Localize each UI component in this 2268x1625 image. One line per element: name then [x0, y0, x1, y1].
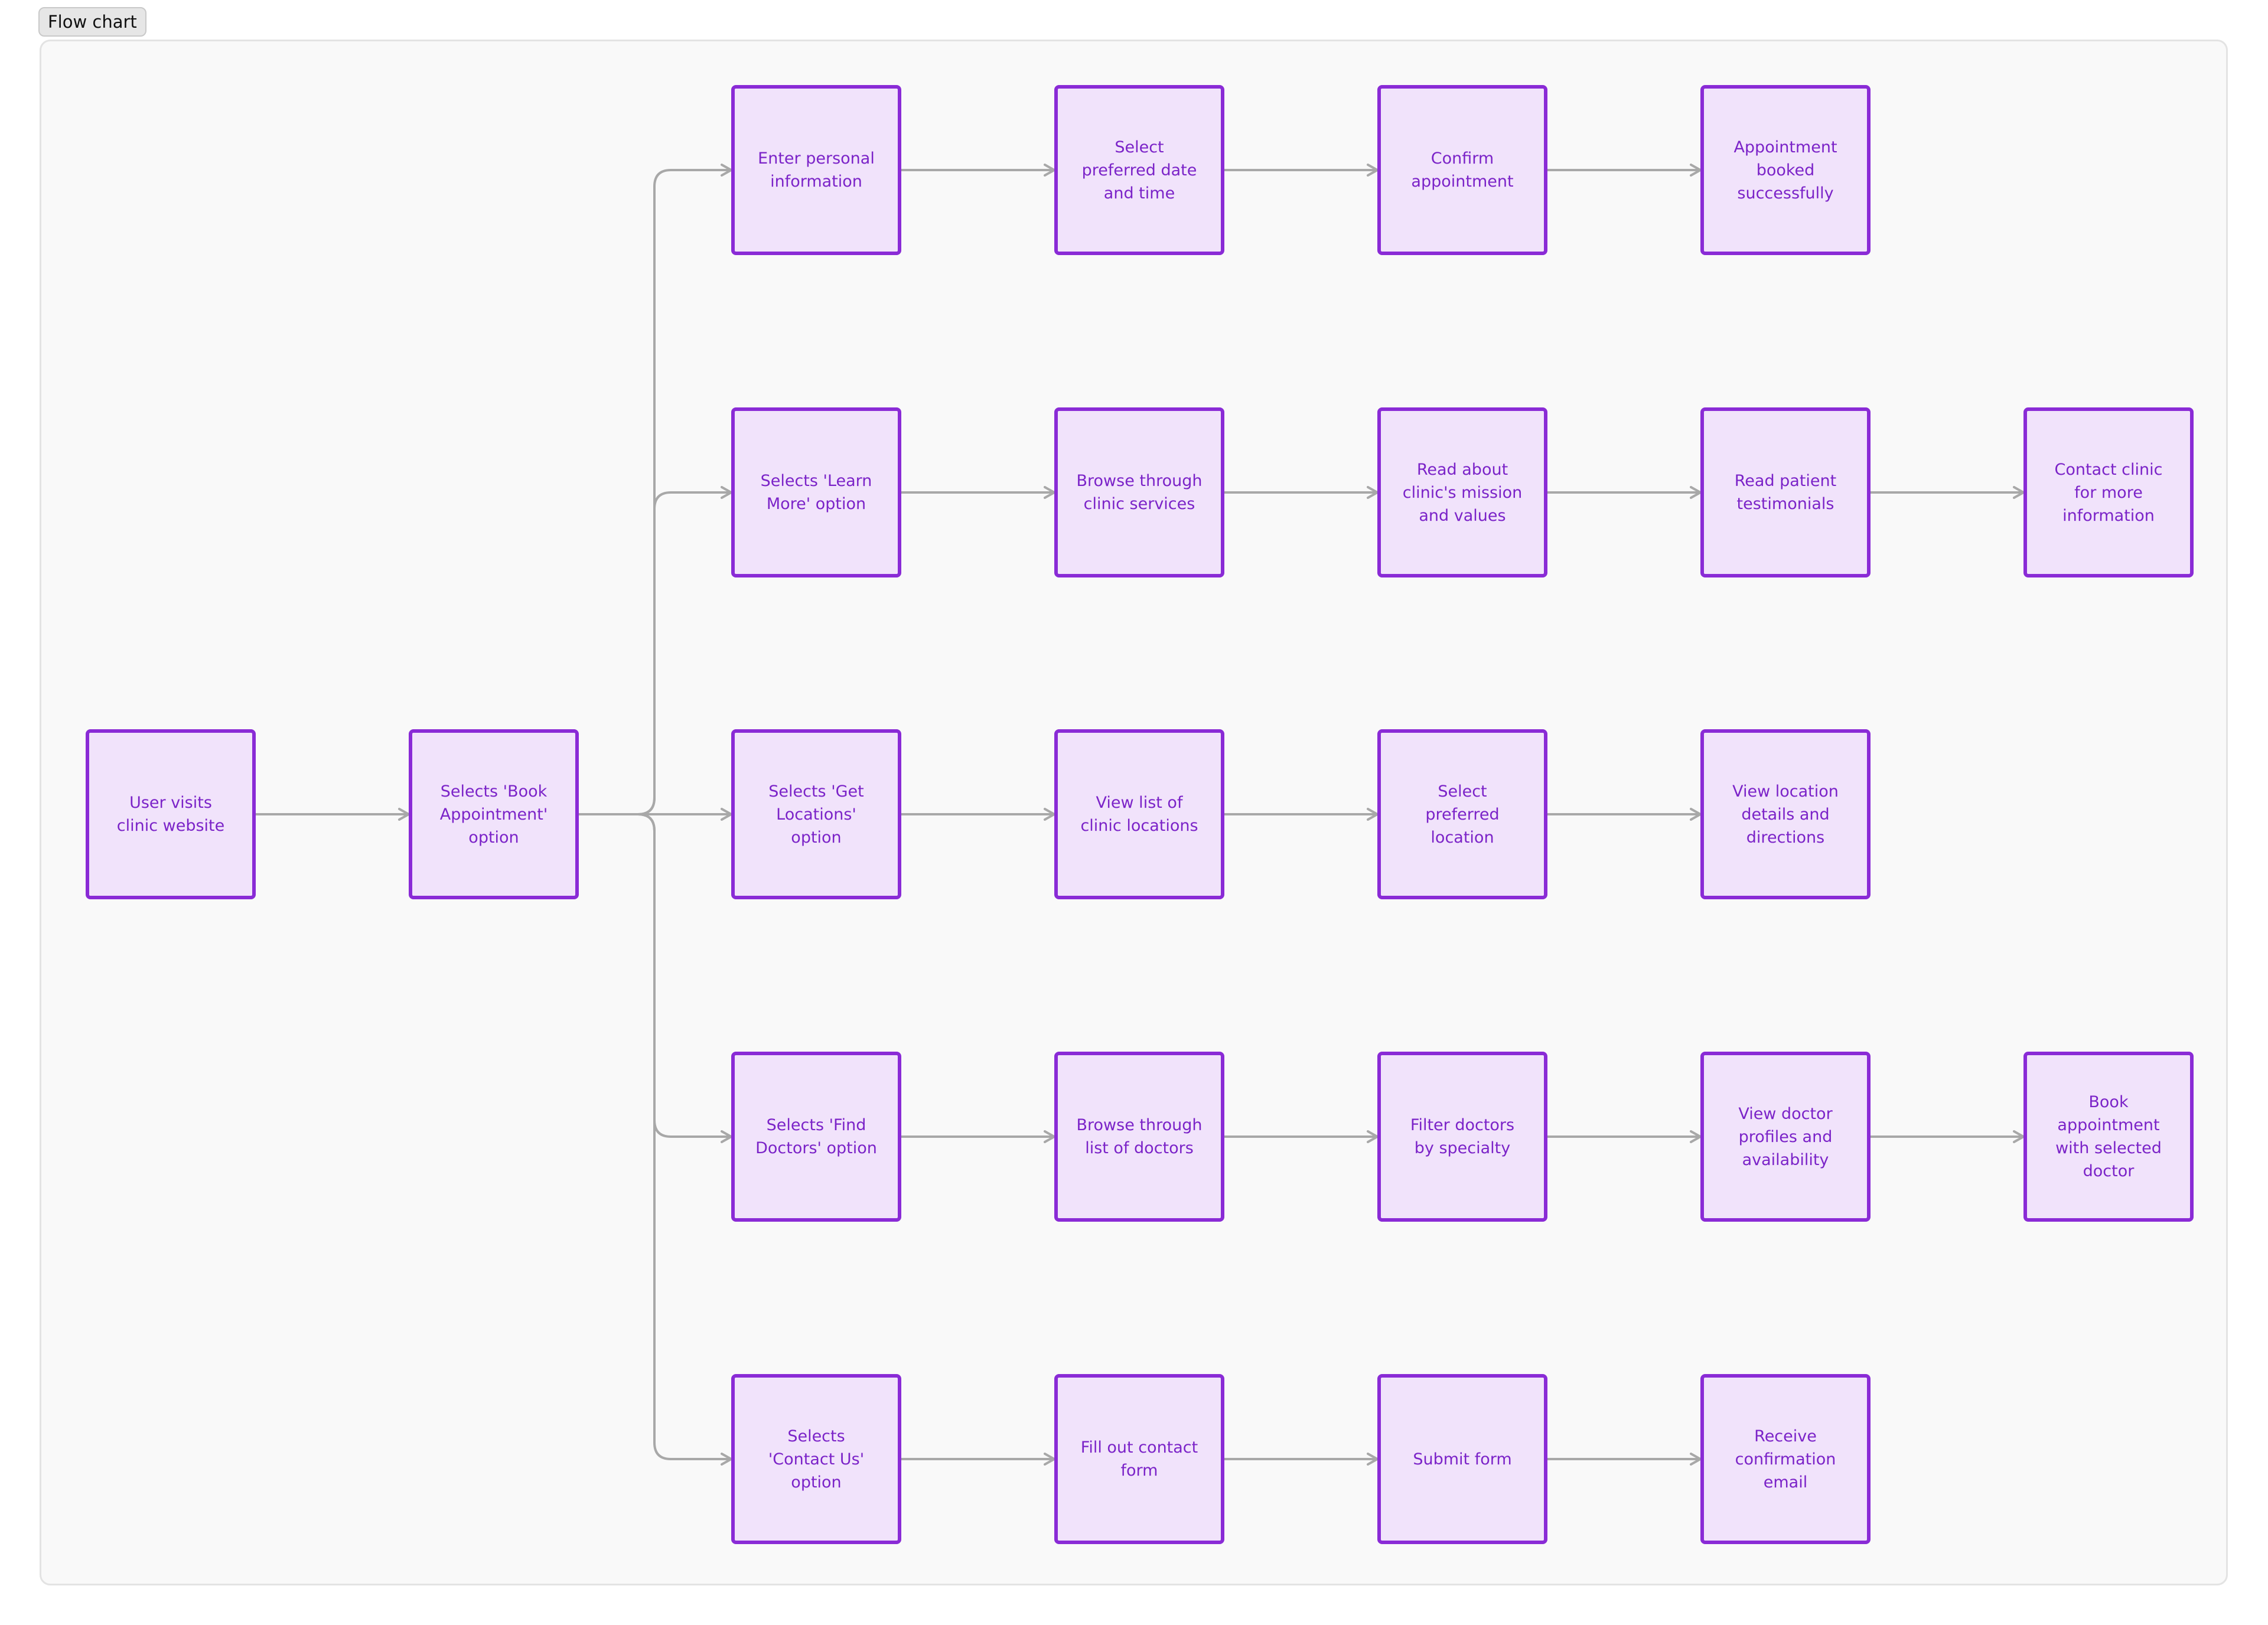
node-select-date-time[interactable]: Select preferred date and time [1054, 85, 1224, 255]
node-doctor-profiles[interactable]: View doctor profiles and availability [1700, 1052, 1871, 1222]
node-book-with-doctor[interactable]: Book appointment with selected doctor [2023, 1052, 2194, 1222]
node-read-mission[interactable]: Read about clinic's mission and values [1377, 407, 1547, 577]
node-select-location[interactable]: Select preferred location [1377, 729, 1547, 899]
node-select-book-appointment[interactable]: Selects 'Book Appointment' option [409, 729, 579, 899]
node-user-visits-website[interactable]: User visits clinic website [86, 729, 256, 899]
node-location-details[interactable]: View location details and directions [1700, 729, 1871, 899]
node-view-locations[interactable]: View list of clinic locations [1054, 729, 1224, 899]
node-select-learn-more[interactable]: Selects 'Learn More' option [731, 407, 901, 577]
node-submit-form[interactable]: Submit form [1377, 1374, 1547, 1544]
node-filter-doctors[interactable]: Filter doctors by specialty [1377, 1052, 1547, 1222]
node-enter-personal-info[interactable]: Enter personal information [731, 85, 901, 255]
node-confirmation-email[interactable]: Receive confirmation email [1700, 1374, 1871, 1544]
node-confirm-appointment[interactable]: Confirm appointment [1377, 85, 1547, 255]
node-select-find-doctors[interactable]: Selects 'Find Doctors' option [731, 1052, 901, 1222]
node-appointment-booked[interactable]: Appointment booked successfully [1700, 85, 1871, 255]
flow-chart-label: Flow chart [38, 7, 146, 37]
node-select-get-locations[interactable]: Selects 'Get Locations' option [731, 729, 901, 899]
node-contact-clinic-info[interactable]: Contact clinic for more information [2023, 407, 2194, 577]
node-select-contact-us[interactable]: Selects 'Contact Us' option [731, 1374, 901, 1544]
node-read-testimonials[interactable]: Read patient testimonials [1700, 407, 1871, 577]
node-browse-doctors[interactable]: Browse through list of doctors [1054, 1052, 1224, 1222]
node-browse-services[interactable]: Browse through clinic services [1054, 407, 1224, 577]
node-fill-contact-form[interactable]: Fill out contact form [1054, 1374, 1224, 1544]
